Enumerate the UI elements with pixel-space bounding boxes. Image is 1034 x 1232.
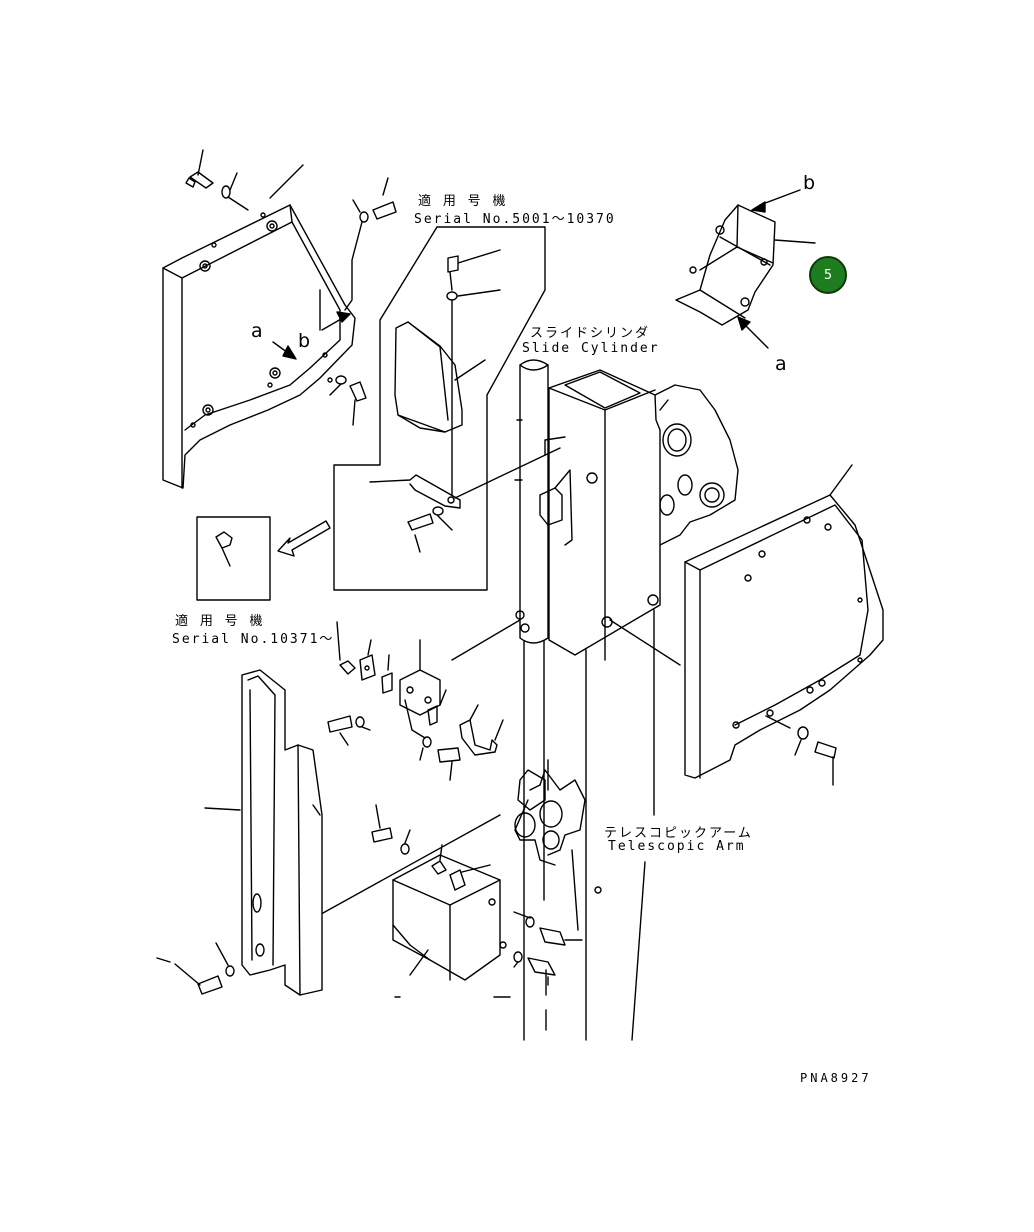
upper-left-cover-plate: [163, 165, 355, 488]
serial-variant-box: [197, 227, 560, 600]
serial-bottom-jp-label: 適 用 号 機: [175, 614, 265, 629]
reference-a-left: a: [251, 320, 263, 342]
serial-top-label: Serial No.5001〜10370: [414, 212, 616, 227]
drawing-code: PNA8927: [800, 1071, 872, 1085]
inset-cover-detail: [676, 190, 815, 348]
telescopic-arm-label: Telescopic Arm: [608, 839, 746, 854]
telescopic-arm-leader: [632, 862, 645, 1040]
leader-line: [228, 197, 248, 210]
serial-top-jp-label: 適 用 号 機: [418, 194, 508, 209]
reference-a-right: a: [775, 353, 787, 375]
slide-cylinder: [452, 360, 565, 1040]
slide-cylinder-label: Slide Cylinder: [522, 341, 660, 356]
bolt-upper-left-2: [330, 376, 366, 425]
serial-bottom-label: Serial No.10371〜: [172, 632, 335, 647]
reference-b-left: b: [298, 330, 311, 352]
reference-b-right: b: [803, 172, 816, 194]
telescopic-arm: [515, 610, 654, 1040]
right-side-cover: [610, 465, 883, 785]
mounting-brackets: [328, 622, 503, 780]
bolt-lower-left: [157, 943, 234, 994]
lower-box-cover: [372, 805, 582, 997]
item-number-badge[interactable]: 5: [809, 256, 847, 294]
left-vertical-rail: [205, 670, 500, 995]
bolt-upper-mid: [345, 178, 396, 310]
bolt-upper-left-1: [186, 150, 213, 188]
slide-cylinder-jp-label: スライドシリンダ: [530, 326, 651, 341]
telescopic-arm-jp-label: テレスコピックアーム: [604, 826, 753, 841]
main-housing-block: [540, 370, 738, 660]
washer-upper-left-1: [222, 173, 237, 198]
